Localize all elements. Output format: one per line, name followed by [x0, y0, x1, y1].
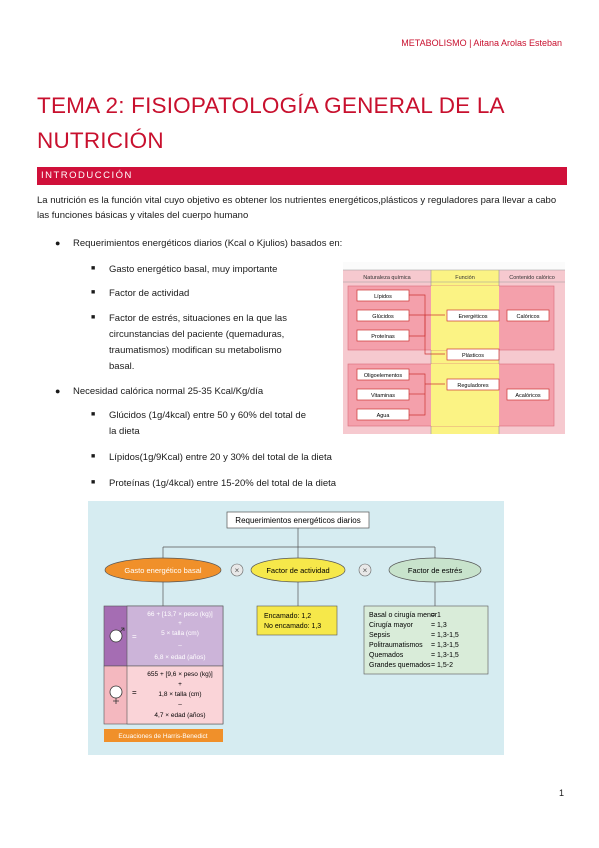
bullet-marker: ●: [55, 386, 61, 396]
stress-name: Grandes quemados: [369, 662, 431, 669]
stress-value: = 1,5-2: [431, 662, 453, 669]
stress-name: Cirugía mayor: [369, 622, 414, 629]
list-item: Proteínas (1g/4kcal) entre 15-20% del to…: [109, 478, 337, 489]
function-label: Reguladores: [457, 383, 488, 389]
equals-sign: =: [132, 688, 137, 697]
list-item: Necesidad calórica normal 25-35 Kcal/Kg/…: [73, 386, 264, 397]
list-item: Lípidos(1g/9Kcal) entre 20 y 30% del tot…: [109, 452, 332, 463]
equals-sign: =: [132, 632, 137, 641]
diagram-root: Requerimientos energéticos diarios: [235, 516, 360, 525]
formula-op: –: [178, 701, 182, 708]
formula-op: +: [178, 620, 182, 627]
list-item-cont: traumatismos) modifican su metabolismo: [109, 345, 282, 356]
stress-name: Sepsis: [369, 632, 391, 639]
nutrient-label: Oligoelementos: [364, 373, 402, 379]
formula-op: +: [178, 681, 182, 688]
col-header: Contenido calórico: [509, 275, 555, 281]
col-header: Función: [455, 275, 475, 281]
male-icon: [109, 629, 123, 643]
node-label: Factor de estrés: [408, 566, 462, 575]
nutrients-figure: Naturaleza química Función Contenido cal…: [343, 262, 565, 434]
bullet-marker: ■: [91, 411, 96, 418]
stress-name: Basal o cirugía menor: [369, 612, 438, 619]
node-label: Gasto energético basal: [124, 566, 201, 575]
multiply-icon: ×: [235, 566, 240, 575]
formula-term: 66 + [13,7 × peso (kg)]: [147, 611, 213, 618]
function-label: Plásticos: [462, 353, 484, 359]
bullet-marker: ●: [55, 238, 61, 248]
formula-term: 5 × talla (cm): [161, 630, 199, 637]
list-item: Factor de actividad: [109, 288, 190, 299]
stress-name: Quemados: [369, 652, 404, 659]
energy-requirements-figure: Requerimientos energéticos diarios Gasto…: [88, 501, 504, 755]
formula-op: –: [178, 642, 182, 649]
function-label: Energéticos: [458, 314, 487, 320]
multiply-icon: ×: [363, 566, 368, 575]
nutrient-label: Vitaminas: [371, 393, 395, 399]
stress-value: = 1,3: [431, 622, 447, 629]
formula-term: 6,8 × edad (años): [154, 654, 205, 661]
stress-value: = 1,3-1,5: [431, 642, 459, 649]
list-item: Glúcidos (1g/4kcal) entre 50 y 60% del t…: [109, 410, 306, 421]
list-item: Gasto energético basal, muy importante: [109, 264, 278, 275]
formula-term: 4,7 × edad (años): [154, 712, 205, 719]
stress-value: = 1,3-1,5: [431, 652, 459, 659]
stress-value: = 1: [431, 612, 441, 619]
list-item: Factor de estrés, situaciones en la que …: [109, 313, 287, 324]
list-item-cont: circunstancias del paciente (quemaduras,: [109, 329, 285, 340]
page-title: TEMA 2: FISIOPATOLOGÍA GENERAL DE LA NUT…: [37, 93, 504, 153]
col-header: Naturaleza química: [363, 275, 411, 281]
list-item-cont: la dieta: [109, 426, 140, 437]
caloric-label: Acalóricos: [515, 393, 541, 399]
nutrient-label: Proteínas: [371, 334, 395, 340]
intro-paragraph: La nutrición es la función vital cuyo ob…: [37, 195, 557, 221]
bullet-marker: ■: [91, 314, 96, 321]
list-item: Requerimientos energéticos diarios (Kcal…: [73, 238, 343, 249]
section-heading: INTRODUCCIÓN: [37, 167, 567, 185]
node-label: Factor de actividad: [266, 566, 329, 575]
formula-term: 1,8 × talla (cm): [158, 691, 201, 698]
bullet-marker: ■: [91, 289, 96, 296]
formula-term: 655 + [9,6 × peso (kg)]: [147, 671, 213, 678]
nutrient-label: Glúcidos: [372, 314, 394, 320]
caloric-label: Calóricos: [517, 314, 540, 320]
bullet-marker: ■: [91, 453, 96, 460]
harris-benedict-label: Ecuaciones de Harris-Benedict: [118, 733, 207, 740]
running-header: METABOLISMO | Aitana Arolas Esteban: [401, 38, 562, 48]
list-item-cont: basal.: [109, 361, 135, 372]
stress-value: = 1,3-1,5: [431, 632, 459, 639]
female-icon: [109, 685, 123, 699]
nutrient-label: Agua: [377, 413, 391, 419]
bullet-marker: ■: [91, 479, 96, 486]
activity-value: No encamado: 1,3: [264, 623, 321, 630]
stress-name: Politraumatismos: [369, 642, 423, 649]
page-number: 1: [558, 788, 564, 798]
bullet-marker: ■: [91, 265, 96, 272]
activity-value: Encamado: 1,2: [264, 613, 311, 620]
nutrient-label: Lípidos: [374, 294, 392, 300]
